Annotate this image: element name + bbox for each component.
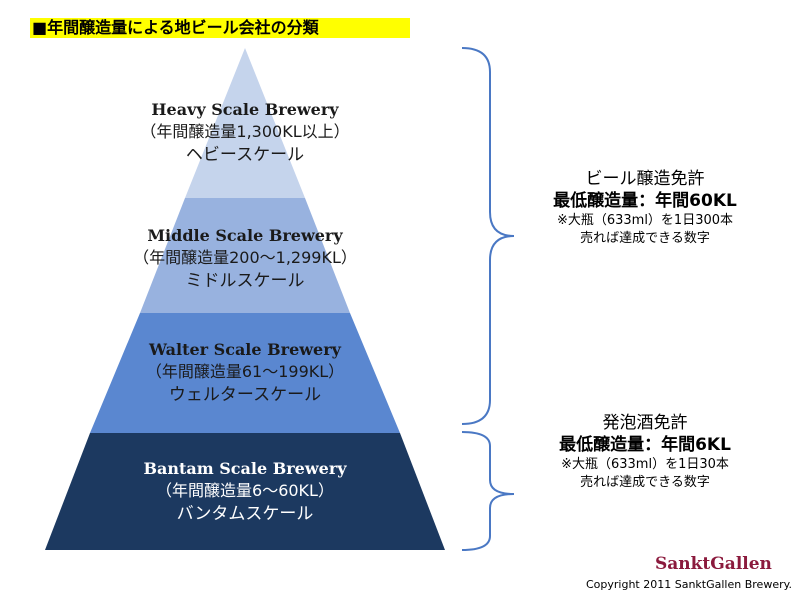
note-happoshu-bottles: ※大瓶（633ml）を1日30本 (561, 457, 729, 472)
note-happoshu-title: 発泡酒免許 (602, 413, 688, 433)
brace-lower (461, 431, 515, 551)
tier-walter-name: Walter Scale Brewery (149, 340, 341, 359)
tier-walter-band (90, 313, 400, 433)
sanktgallen-logo: SanktGallen (655, 554, 772, 574)
copyright-text: Copyright 2011 SanktGallen Brewery. (586, 578, 793, 591)
note-happoshu-minimum: 最低醸造量：年間6KL (559, 435, 731, 455)
tier-walter-kana: ウェルタースケール (168, 385, 322, 405)
tier-bantam-kana: バンタムスケール (176, 504, 314, 524)
tier-heavy-range: （年間醸造量1,300KL以上） (140, 122, 350, 141)
note-beer-license: ビール醸造免許 最低醸造量：年間60KL ※大瓶（633ml）を1日300本 売… (525, 168, 765, 248)
title-highlight (30, 18, 410, 38)
tier-bantam: Bantam Scale Brewery （年間醸造量6～60KL） バンタムス… (95, 458, 395, 526)
note-beer-minimum: 最低醸造量：年間60KL (553, 191, 737, 211)
tier-middle-name: Middle Scale Brewery (147, 226, 343, 245)
tier-middle: Middle Scale Brewery （年間醸造量200～1,299KL） … (95, 225, 395, 293)
note-beer-title: ビール醸造免許 (585, 169, 705, 189)
tier-bantam-name: Bantam Scale Brewery (143, 459, 347, 478)
note-beer-remark: 売れば達成できる数字 (580, 231, 710, 246)
tier-heavy-band (185, 48, 305, 198)
tier-walter: Walter Scale Brewery （年間醸造量61～199KL） ウェル… (95, 339, 395, 407)
tier-middle-band (140, 198, 350, 313)
note-beer-bottles: ※大瓶（633ml）を1日300本 (556, 213, 734, 228)
tier-heavy-name: Heavy Scale Brewery (151, 100, 339, 119)
page-title: ■年間醸造量による地ビール会社の分類 (32, 18, 319, 37)
tier-middle-range: （年間醸造量200～1,299KL） (133, 248, 357, 267)
note-happoshu-license: 発泡酒免許 最低醸造量：年間6KL ※大瓶（633ml）を1日30本 売れば達成… (525, 412, 765, 492)
tier-heavy: Heavy Scale Brewery （年間醸造量1,300KL以上） ヘビー… (95, 99, 395, 167)
tier-walter-range: （年間醸造量61～199KL） (145, 362, 345, 381)
note-happoshu-remark: 売れば達成できる数字 (580, 475, 710, 490)
tier-bantam-range: （年間醸造量6～60KL） (156, 481, 334, 500)
tier-heavy-kana: ヘビースケール (185, 145, 305, 165)
tier-middle-kana: ミドルスケール (185, 271, 305, 291)
brace-upper (461, 47, 515, 425)
tier-bantam-band (45, 433, 445, 550)
